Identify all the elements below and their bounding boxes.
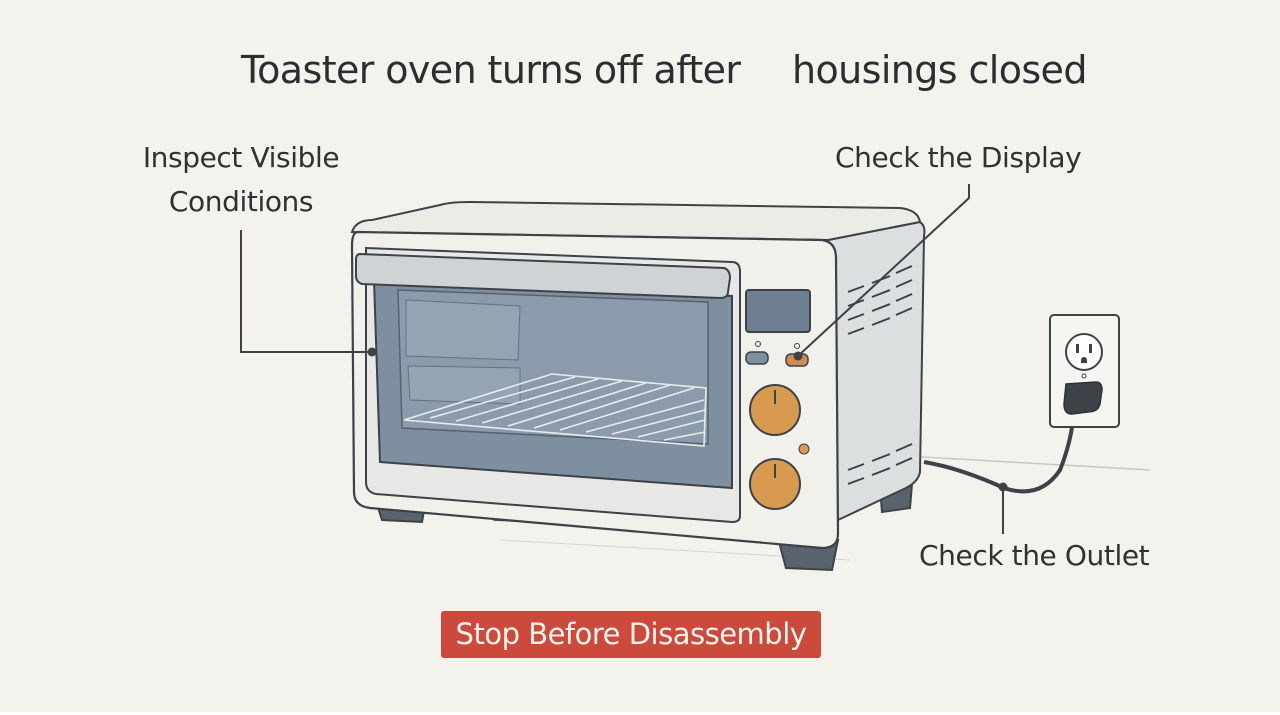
page-title-part-1: Toaster oven turns off after: [241, 48, 741, 92]
check-display-label: Check the Display: [835, 141, 1082, 174]
inspect-visible-conditions-label: Inspect Visible Conditions: [134, 136, 348, 224]
inspect-label-line-1: Inspect Visible: [142, 141, 340, 174]
check-outlet-label: Check the Outlet: [919, 539, 1150, 572]
oven-display: [745, 289, 811, 333]
callout-dot-display: [793, 351, 803, 361]
oven-side-panel: [826, 220, 926, 522]
timer-knob: [749, 458, 801, 510]
callout-leaders: [240, 184, 1004, 534]
temperature-knob: [749, 384, 801, 436]
oven-top: [350, 200, 922, 242]
inspect-label-line-2: Conditions: [168, 185, 314, 218]
callout-dot-outlet: [998, 482, 1008, 492]
stop-before-disassembly-banner: Stop Before Disassembly: [441, 611, 821, 658]
bottom-border: [0, 712, 1280, 715]
power-plug-icon: [1063, 381, 1103, 415]
oven-rack: [403, 373, 707, 447]
callout-dot-inspect: [367, 347, 377, 357]
power-cord: [923, 409, 1076, 494]
power-button: [745, 351, 769, 365]
door-handle: [355, 252, 732, 300]
indicator-light: [798, 443, 810, 455]
page-title-part-2: housings closed: [792, 48, 1087, 92]
floor-line: [904, 455, 1151, 471]
